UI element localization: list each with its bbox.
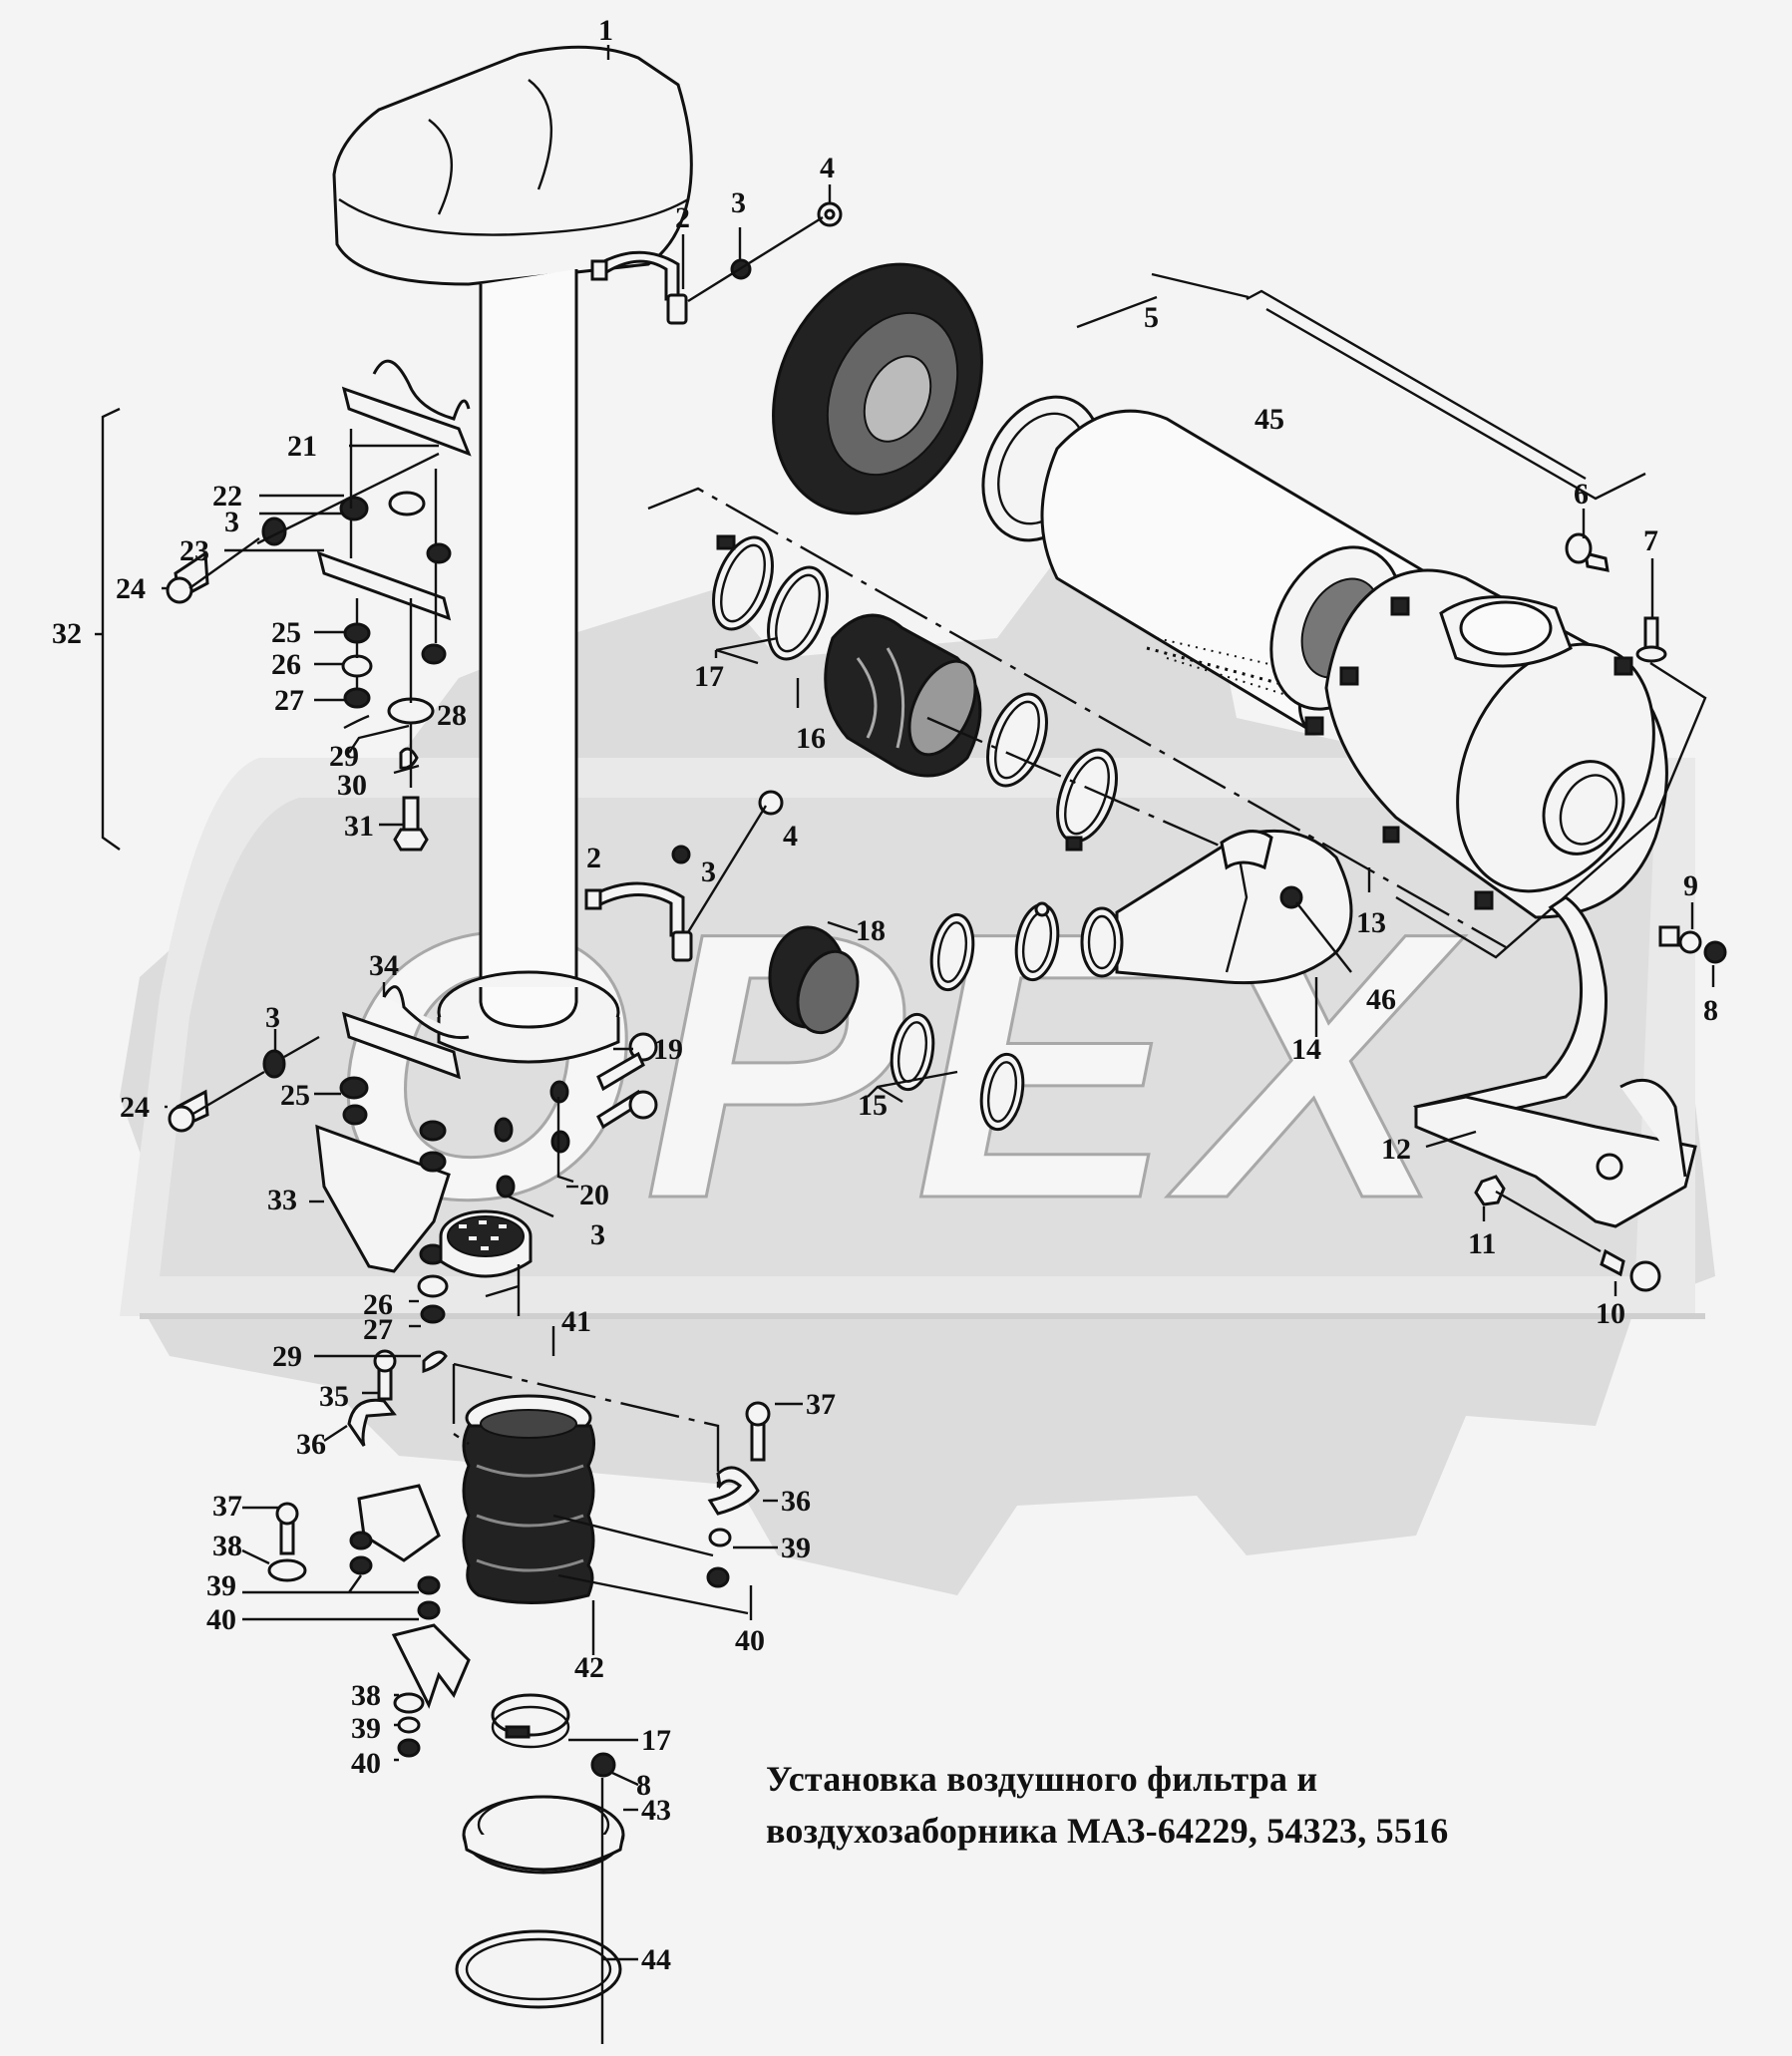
callout-14: 14	[1291, 1033, 1321, 1066]
bracket-assembly-upper	[166, 359, 472, 852]
part-41-intake-grille	[439, 1209, 533, 1278]
callout-27-lower: 27	[363, 1313, 393, 1346]
leader-lines	[95, 45, 1715, 1961]
bracket-assembly-lower	[168, 985, 470, 1374]
callout-2-lower: 2	[586, 842, 601, 874]
assembly-axis-line	[647, 487, 1507, 949]
callout-36-right: 36	[781, 1485, 811, 1518]
callout-8: 8	[1703, 994, 1718, 1027]
callout-9: 9	[1683, 869, 1698, 902]
callout-12: 12	[1381, 1133, 1411, 1166]
callout-42: 42	[574, 1651, 604, 1684]
part-2-clamp-upper	[590, 250, 688, 325]
callout-19: 19	[653, 1033, 683, 1066]
callout-8-lower: 8	[636, 1769, 651, 1802]
callout-28: 28	[437, 699, 467, 732]
callout-30: 30	[337, 769, 367, 802]
part-44-gasket	[455, 1929, 622, 2009]
callout-18: 18	[856, 914, 886, 947]
callout-2: 2	[675, 201, 690, 234]
callout-24-upper: 24	[116, 572, 146, 605]
callout-29-upper: 29	[329, 740, 359, 773]
bracket-32-group-brace	[101, 407, 121, 851]
callout-32: 32	[52, 617, 82, 650]
bolts-6-7	[1565, 532, 1667, 663]
part-1-intake-cap	[332, 45, 693, 286]
callout-13: 13	[1356, 906, 1386, 939]
callout-39-left: 39	[206, 1569, 236, 1602]
clamps-15	[890, 901, 1060, 1132]
callout-41: 41	[561, 1305, 591, 1338]
callout-36-left: 36	[296, 1428, 326, 1461]
callout-38-lower: 38	[351, 1679, 381, 1712]
callout-11: 11	[1468, 1227, 1496, 1260]
callout-3-upper-left: 3	[224, 506, 239, 538]
part-13-filter-housing	[1304, 568, 1668, 919]
callout-40-lower: 40	[351, 1747, 381, 1780]
diagram-title: Установка воздушного фильтра и воздухоза…	[766, 1753, 1448, 1857]
callout-7: 7	[1643, 524, 1658, 557]
part-43-flange	[462, 1795, 625, 1875]
callout-43: 43	[641, 1794, 671, 1827]
callout-25-lower: 25	[280, 1079, 310, 1112]
callout-23: 23	[179, 534, 209, 567]
callout-38-upper: 38	[212, 1530, 242, 1562]
callout-17-lower: 17	[641, 1724, 671, 1757]
callout-39-lower: 39	[351, 1712, 381, 1745]
callout-4: 4	[820, 152, 835, 184]
diagram-title-line-1: Установка воздушного фильтра и	[766, 1759, 1318, 1799]
callout-25-upper: 25	[271, 616, 301, 649]
callout-31: 31	[344, 810, 374, 843]
callout-16: 16	[796, 722, 826, 755]
callout-3-mid: 3	[701, 856, 716, 888]
part-14-intake-pipe	[1080, 829, 1353, 985]
bolts-8-9-10-11	[1474, 925, 1727, 1292]
callout-5: 5	[1144, 301, 1159, 334]
callout-33: 33	[267, 1184, 297, 1216]
mount-brackets-35-40	[267, 1349, 771, 1758]
callout-15: 15	[858, 1089, 888, 1122]
callout-3-low: 3	[590, 1218, 605, 1251]
callout-45: 45	[1254, 403, 1284, 436]
callout-39-right: 39	[781, 1532, 811, 1564]
callout-35: 35	[319, 1380, 349, 1413]
callout-37-right: 37	[806, 1388, 836, 1421]
part-5-filter-cover	[772, 262, 1103, 542]
part-2-clamp-lower	[584, 881, 693, 962]
nut-8-lower	[590, 1752, 616, 1778]
callout-22: 22	[212, 480, 242, 513]
callout-17-upper: 17	[694, 660, 724, 693]
callout-26-lower: 26	[363, 1288, 393, 1321]
part-45-filter-element	[1040, 409, 1437, 730]
callout-6: 6	[1574, 478, 1589, 511]
callout-26-upper: 26	[271, 648, 301, 681]
callout-37-left: 37	[212, 1490, 242, 1523]
clamp-17-lower	[491, 1693, 570, 1749]
callout-27-upper: 27	[274, 684, 304, 717]
callout-10: 10	[1596, 1297, 1625, 1330]
diagram-title-line-2: воздухозаборника МАЗ-64229, 54323, 5516	[766, 1811, 1449, 1852]
part-pipe	[437, 269, 620, 1064]
clamps-17-upper	[712, 534, 829, 661]
callout-20: 20	[579, 1179, 609, 1211]
callout-labels: 1 2 3 4 5 45 6 7 9 8 13 46 14 12 11 10 1…	[52, 14, 1718, 1976]
callout-3-left: 3	[265, 1001, 280, 1034]
callout-46: 46	[1366, 983, 1396, 1016]
callout-4-mid: 4	[783, 820, 798, 853]
callout-1: 1	[598, 14, 613, 47]
callout-29-lower: 29	[272, 1340, 302, 1373]
callout-3: 3	[731, 186, 746, 219]
part-12-support-bracket	[1413, 895, 1697, 1228]
part-42-bellows	[462, 1394, 595, 1604]
callout-40-left: 40	[206, 1603, 236, 1636]
part-18-rubber-elbow	[768, 925, 860, 1035]
washer-3-mid	[671, 845, 691, 864]
callout-40-right: 40	[735, 1624, 765, 1657]
callout-21: 21	[287, 430, 317, 463]
callout-34: 34	[369, 949, 399, 982]
callout-24-lower: 24	[120, 1091, 150, 1124]
bolts-19-20	[494, 1032, 658, 1199]
callout-44: 44	[641, 1943, 671, 1976]
